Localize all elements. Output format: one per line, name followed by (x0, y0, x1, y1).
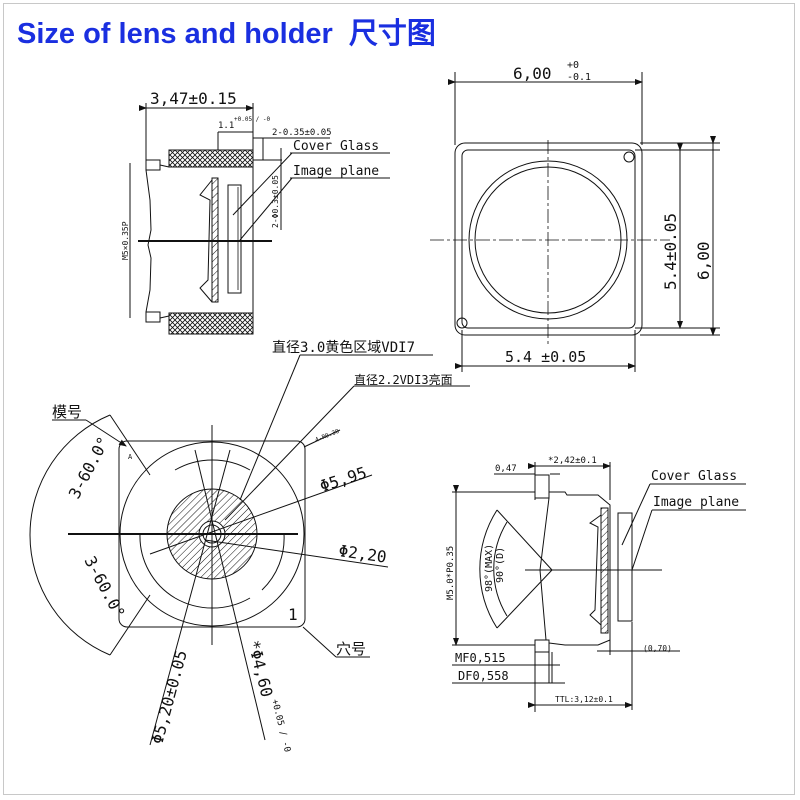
lens-image-plane-label: Image plane (653, 495, 739, 510)
cavity-mark: 1 (288, 605, 298, 624)
sheet-border (3, 3, 795, 795)
vdi7-label: 直径3.0黄色区域VDI7 (272, 339, 415, 356)
flange-dim: 0,47 (495, 464, 517, 474)
angle-upper-dim: 3-60.0° (65, 433, 113, 501)
thread-spec: M5×0.35P (121, 221, 130, 260)
hole-dimension: 2-Φ0.3±0.05 (271, 175, 280, 228)
side-view-holder: 3,47±0.15 1.1 +0.05 / -0 2-0.35±0.05 M5×… (121, 89, 390, 335)
cavity-number-label: 穴号 (336, 640, 366, 658)
inner-width-dim: 5.4 ±0.05 (505, 348, 586, 366)
diameter-520-dim: Φ5,20±0.05 (148, 648, 191, 746)
fov-d-label: 90°(D) (495, 547, 506, 583)
ttl-dim: TTL:3,12±0.1 (555, 695, 613, 704)
inner-height-dim: 5.4±0.05 (661, 213, 680, 290)
step-tolerance: +0.05 / -0 (234, 116, 271, 123)
diameter-460-dim: *Φ4,60 (244, 638, 276, 699)
lens-cover-glass-label: Cover Glass (651, 469, 737, 484)
width-dimension: 3,47±0.15 (150, 89, 237, 108)
outer-width-tol-minus: -0.1 (567, 72, 591, 83)
diameter-460-tolerance: +0.05 / -0 (269, 698, 292, 753)
glass-thickness-dim: 2-0.35±0.05 (272, 128, 332, 138)
outer-width-tol-plus: +0 (567, 60, 579, 71)
angle-lower-dim: 3-60.0° (80, 553, 128, 621)
front-view-holder: 3-60.0° 3-60.0° 模号 A 4-R0.30 直径3.0黄色区域VD… (29, 339, 470, 753)
outer-height-dim: 6,00 (694, 241, 713, 280)
fov-max-label: 98°(MAX) (484, 544, 495, 592)
page-title: Size of lens and holder 尺寸图 (17, 10, 436, 52)
title-cn: 尺寸图 (348, 16, 436, 50)
image-plane-label: Image plane (293, 164, 379, 179)
outer-width-dim: 6,00 (513, 64, 552, 83)
gap-dim: (0,70) (643, 644, 672, 653)
lens-thread-spec: M5.0*P0.35 (446, 546, 456, 600)
lens-length-dim: *2,42±0.1 (548, 456, 597, 466)
lens-section-view: *2,42±0.1 0,47 98°(MAX) (446, 456, 746, 712)
step-dimension: 1.1 (218, 121, 234, 131)
title-en: Size of lens and holder (17, 18, 333, 50)
mf-dim: MF0,515 (455, 651, 506, 665)
model-number-label: 模号 (52, 403, 82, 421)
top-view-holder: 6,00 +0 -0.1 5.4±0.05 6,00 5.4 ±0.05 (430, 60, 720, 372)
df-dim: DF0,558 (458, 669, 509, 683)
cover-glass-label: Cover Glass (293, 139, 379, 154)
model-mark: A (128, 453, 133, 461)
vdi3-label: 直径2.2VDI3亮面 (354, 372, 453, 387)
